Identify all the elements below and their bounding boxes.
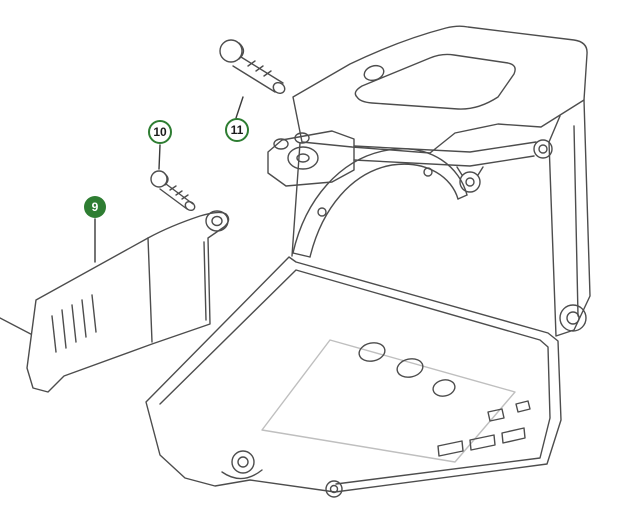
part-housing-line-art xyxy=(0,25,591,498)
housing-arch xyxy=(292,148,468,254)
callout-10-label: 10 xyxy=(153,125,167,139)
callout-10[interactable]: 10 xyxy=(148,120,172,144)
callout-11-leader xyxy=(235,96,244,119)
part-screw-10-line-art xyxy=(150,170,196,212)
callout-11[interactable]: 11 xyxy=(225,118,249,142)
callout-leader-lines xyxy=(94,96,244,263)
housing-bottom-pan xyxy=(145,256,562,493)
callout-9-label: 9 xyxy=(91,200,99,214)
housing-deck-opening xyxy=(354,53,516,110)
part-bolt-11-line-art xyxy=(219,39,286,95)
housing-deck-hole xyxy=(363,64,385,82)
callout-10-leader xyxy=(158,144,161,170)
callout-11-label: 11 xyxy=(230,123,244,137)
cover-plate-outline xyxy=(26,211,230,393)
housing-top-deck xyxy=(292,25,588,154)
callout-9[interactable]: 9 xyxy=(84,196,106,218)
housing-right-wall xyxy=(548,99,591,337)
part-cover-9-line-art xyxy=(26,210,230,393)
